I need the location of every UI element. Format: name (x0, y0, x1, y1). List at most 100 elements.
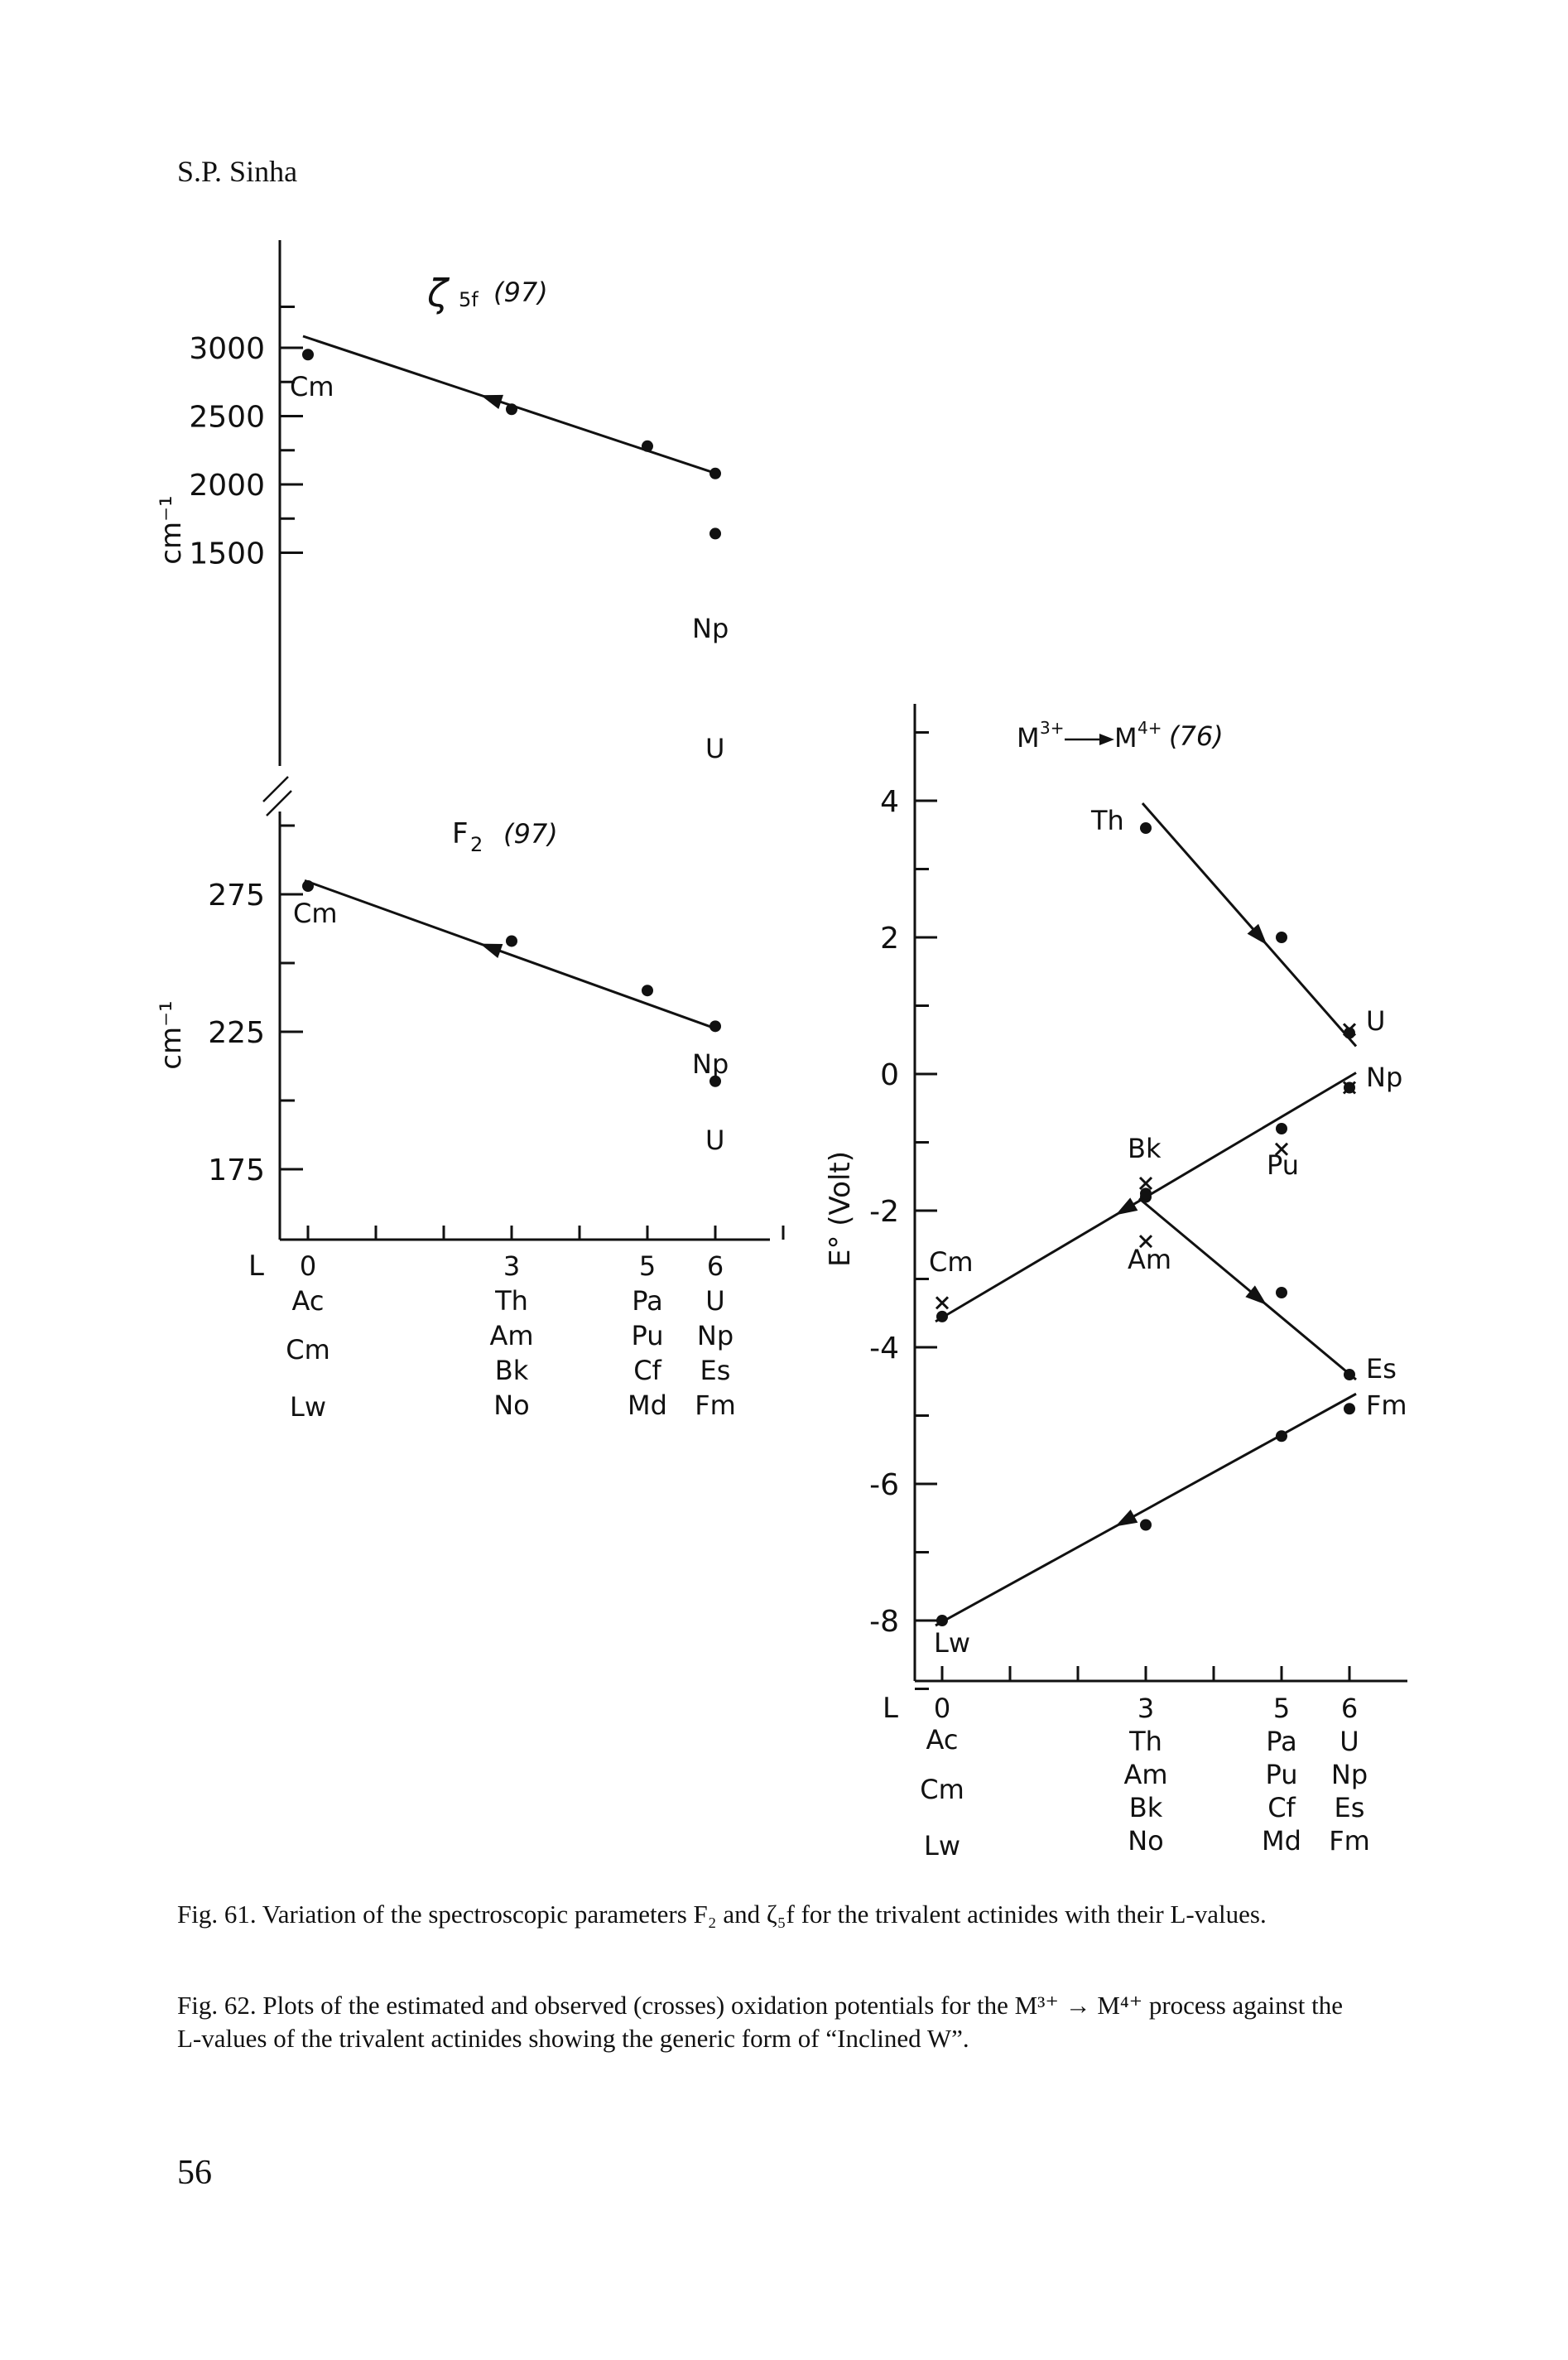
fig62-observed-cross-b (1138, 1235, 1153, 1249)
fig61-upper-tick-label: 1500 (189, 537, 265, 571)
fig62-x-ticklabel: 0 (934, 1693, 950, 1724)
fig62-x-ticklabel: Lw (924, 1830, 960, 1862)
fig62-observed-cross-b (935, 1296, 950, 1310)
fig62-estimated-point (1344, 1027, 1355, 1039)
page-header-author: S.P. Sinha (177, 155, 298, 188)
fig62-estimated-point (1344, 1403, 1355, 1415)
fig61-x-ticklabel: Es (700, 1355, 731, 1386)
fig62-title-m1: M (1017, 722, 1040, 754)
fig61-upper-point (709, 467, 721, 479)
fig61-axis-break-b (266, 790, 292, 816)
fig61-x-ticklabel: No (493, 1390, 530, 1421)
fig61-x-ticklabel: Pu (631, 1320, 663, 1351)
fig62-x-ticklabel: 5 (1273, 1693, 1290, 1724)
fig61-lower-point-u (709, 1075, 721, 1087)
fig62-tick-label: -2 (869, 1195, 899, 1229)
fig61-lower-point (302, 880, 314, 893)
fig62-series-end-label: Fm (1366, 1390, 1407, 1421)
fig61-x-ticklabel: Fm (695, 1390, 736, 1421)
fig62-x-ticklabel: Pu (1265, 1759, 1297, 1790)
fig62-x-ticklabel: Es (1335, 1792, 1365, 1823)
fig62-x-ticklabel: Fm (1329, 1825, 1370, 1857)
fig62-series-end-label: Es (1366, 1353, 1397, 1385)
fig61-x-ticklabel: Np (697, 1320, 733, 1351)
fig61-upper-label-u: U (705, 733, 724, 764)
fig61-lower-tick-label: 225 (208, 1016, 265, 1050)
fig62-x-ticklabel: Bk (1129, 1792, 1163, 1823)
fig62-estimated-point (1276, 1430, 1287, 1442)
fig62-x-ticklabel: Am (1123, 1759, 1167, 1790)
fig61-lower-title-f: F (452, 817, 469, 850)
fig61-lower-tick-label: 275 (208, 879, 265, 913)
fig61-upper-point (302, 349, 314, 361)
fig61-upper-ylabel: cm⁻¹ (155, 495, 188, 564)
fig62-tick-label: -6 (869, 1468, 899, 1502)
fig61-x-ticklabel: U (705, 1285, 724, 1317)
fig61-upper-tick-label: 3000 (189, 332, 265, 366)
fig62-series-start-label: Lw (934, 1627, 970, 1659)
fig62-estimated-point (1344, 1369, 1355, 1380)
fig61-upper-label-np: Np (692, 613, 729, 644)
fig61-upper-tick-label: 2500 (189, 401, 265, 435)
fig61-lower-regression-line (304, 879, 718, 1031)
fig61-x-label: L (248, 1250, 264, 1283)
fig62-tick-label: 4 (880, 785, 899, 819)
fig61-x-ticklabel: 3 (503, 1250, 520, 1282)
fig61-lower-tick-label: 175 (208, 1154, 265, 1187)
fig62-estimated-point (1140, 1187, 1152, 1200)
fig62-x-label: L (883, 1692, 898, 1725)
page-number: 56 (177, 2154, 212, 2192)
fig61-x-ticklabel: Md (628, 1390, 667, 1421)
fig61-lower-point (642, 985, 653, 997)
fig62-series-end-label: U (1366, 1005, 1385, 1037)
fig61-x-ticklabel: Th (494, 1285, 528, 1317)
fig61-x-ticklabel: 6 (707, 1250, 724, 1282)
fig61-upper-point-u (709, 527, 721, 540)
fig61-lower-point (506, 935, 517, 947)
fig61-lower-title-sub: 2 (470, 833, 483, 856)
fig61-upper-title-ref: (97) (493, 277, 548, 308)
fig62-series-arrow (1115, 1197, 1138, 1216)
fig62-series-start-label: Cm (929, 1246, 974, 1278)
fig62-observed-cross-b (1342, 1081, 1357, 1095)
caption-fig61: Fig. 61. Variation of the spectroscopic … (177, 1900, 1267, 1929)
fig62-series-start-label: Th (1090, 805, 1124, 836)
fig62-estimated-point (1140, 1519, 1152, 1531)
fig61-axis-break-a (262, 776, 289, 802)
fig61-lower-arrow (479, 943, 503, 958)
fig62-x-ticklabel: Np (1331, 1759, 1368, 1790)
caption-fig62: Fig. 62. Plots of the estimated and obse… (177, 1991, 1343, 2053)
fig62-x-ticklabel: Cf (1267, 1792, 1296, 1823)
fig62-title-sup1: 3+ (1040, 718, 1064, 738)
fig61-x-ticklabel: Bk (495, 1355, 529, 1386)
fig61-lower-label-np: Np (692, 1048, 729, 1080)
fig61-lower-label-cm: Cm (293, 898, 338, 929)
fig61-x-ticklabel: Am (489, 1320, 533, 1351)
fig62-series-arrow (1245, 1285, 1267, 1305)
fig62-ylabel: E° (Volt) (824, 1151, 857, 1267)
fig62-tick-label: -4 (869, 1332, 899, 1365)
fig62-x-ticklabel: Ac (926, 1724, 959, 1756)
fig61-lower-ylabel: cm⁻¹ (155, 1000, 188, 1069)
fig62-x-ticklabel: 3 (1138, 1693, 1154, 1724)
fig61-upper-title-symbol: ζ (426, 271, 450, 315)
fig62-label-am: Am (1128, 1244, 1171, 1275)
fig61-x-ticklabel: Pa (632, 1285, 662, 1317)
fig62-series-line (935, 1392, 1357, 1627)
fig62-series-start-label: Bk (1128, 1133, 1162, 1164)
fig61-lower-title-ref: (97) (503, 818, 558, 850)
fig62-x-ticklabel: Pa (1266, 1726, 1296, 1757)
fig61-lower-point (709, 1020, 721, 1033)
fig62-estimated-point (936, 1615, 948, 1626)
fig61-upper-point (642, 440, 653, 452)
fig62-title-arrow-head (1099, 734, 1114, 745)
fig62-estimated-point (936, 1310, 948, 1322)
fig62-title-ref: (76) (1169, 720, 1224, 752)
fig61-upper-tick-label: 2000 (189, 469, 265, 503)
fig61-x-ticklabel: Lw (290, 1391, 326, 1423)
fig62-observed-cross (1274, 1142, 1289, 1156)
fig62-title-sup2: 4+ (1138, 718, 1162, 738)
fig61-x-ticklabel: 0 (300, 1250, 316, 1282)
fig62-series-line (1138, 1197, 1357, 1381)
fig62-observed-cross-b (1342, 1023, 1357, 1037)
